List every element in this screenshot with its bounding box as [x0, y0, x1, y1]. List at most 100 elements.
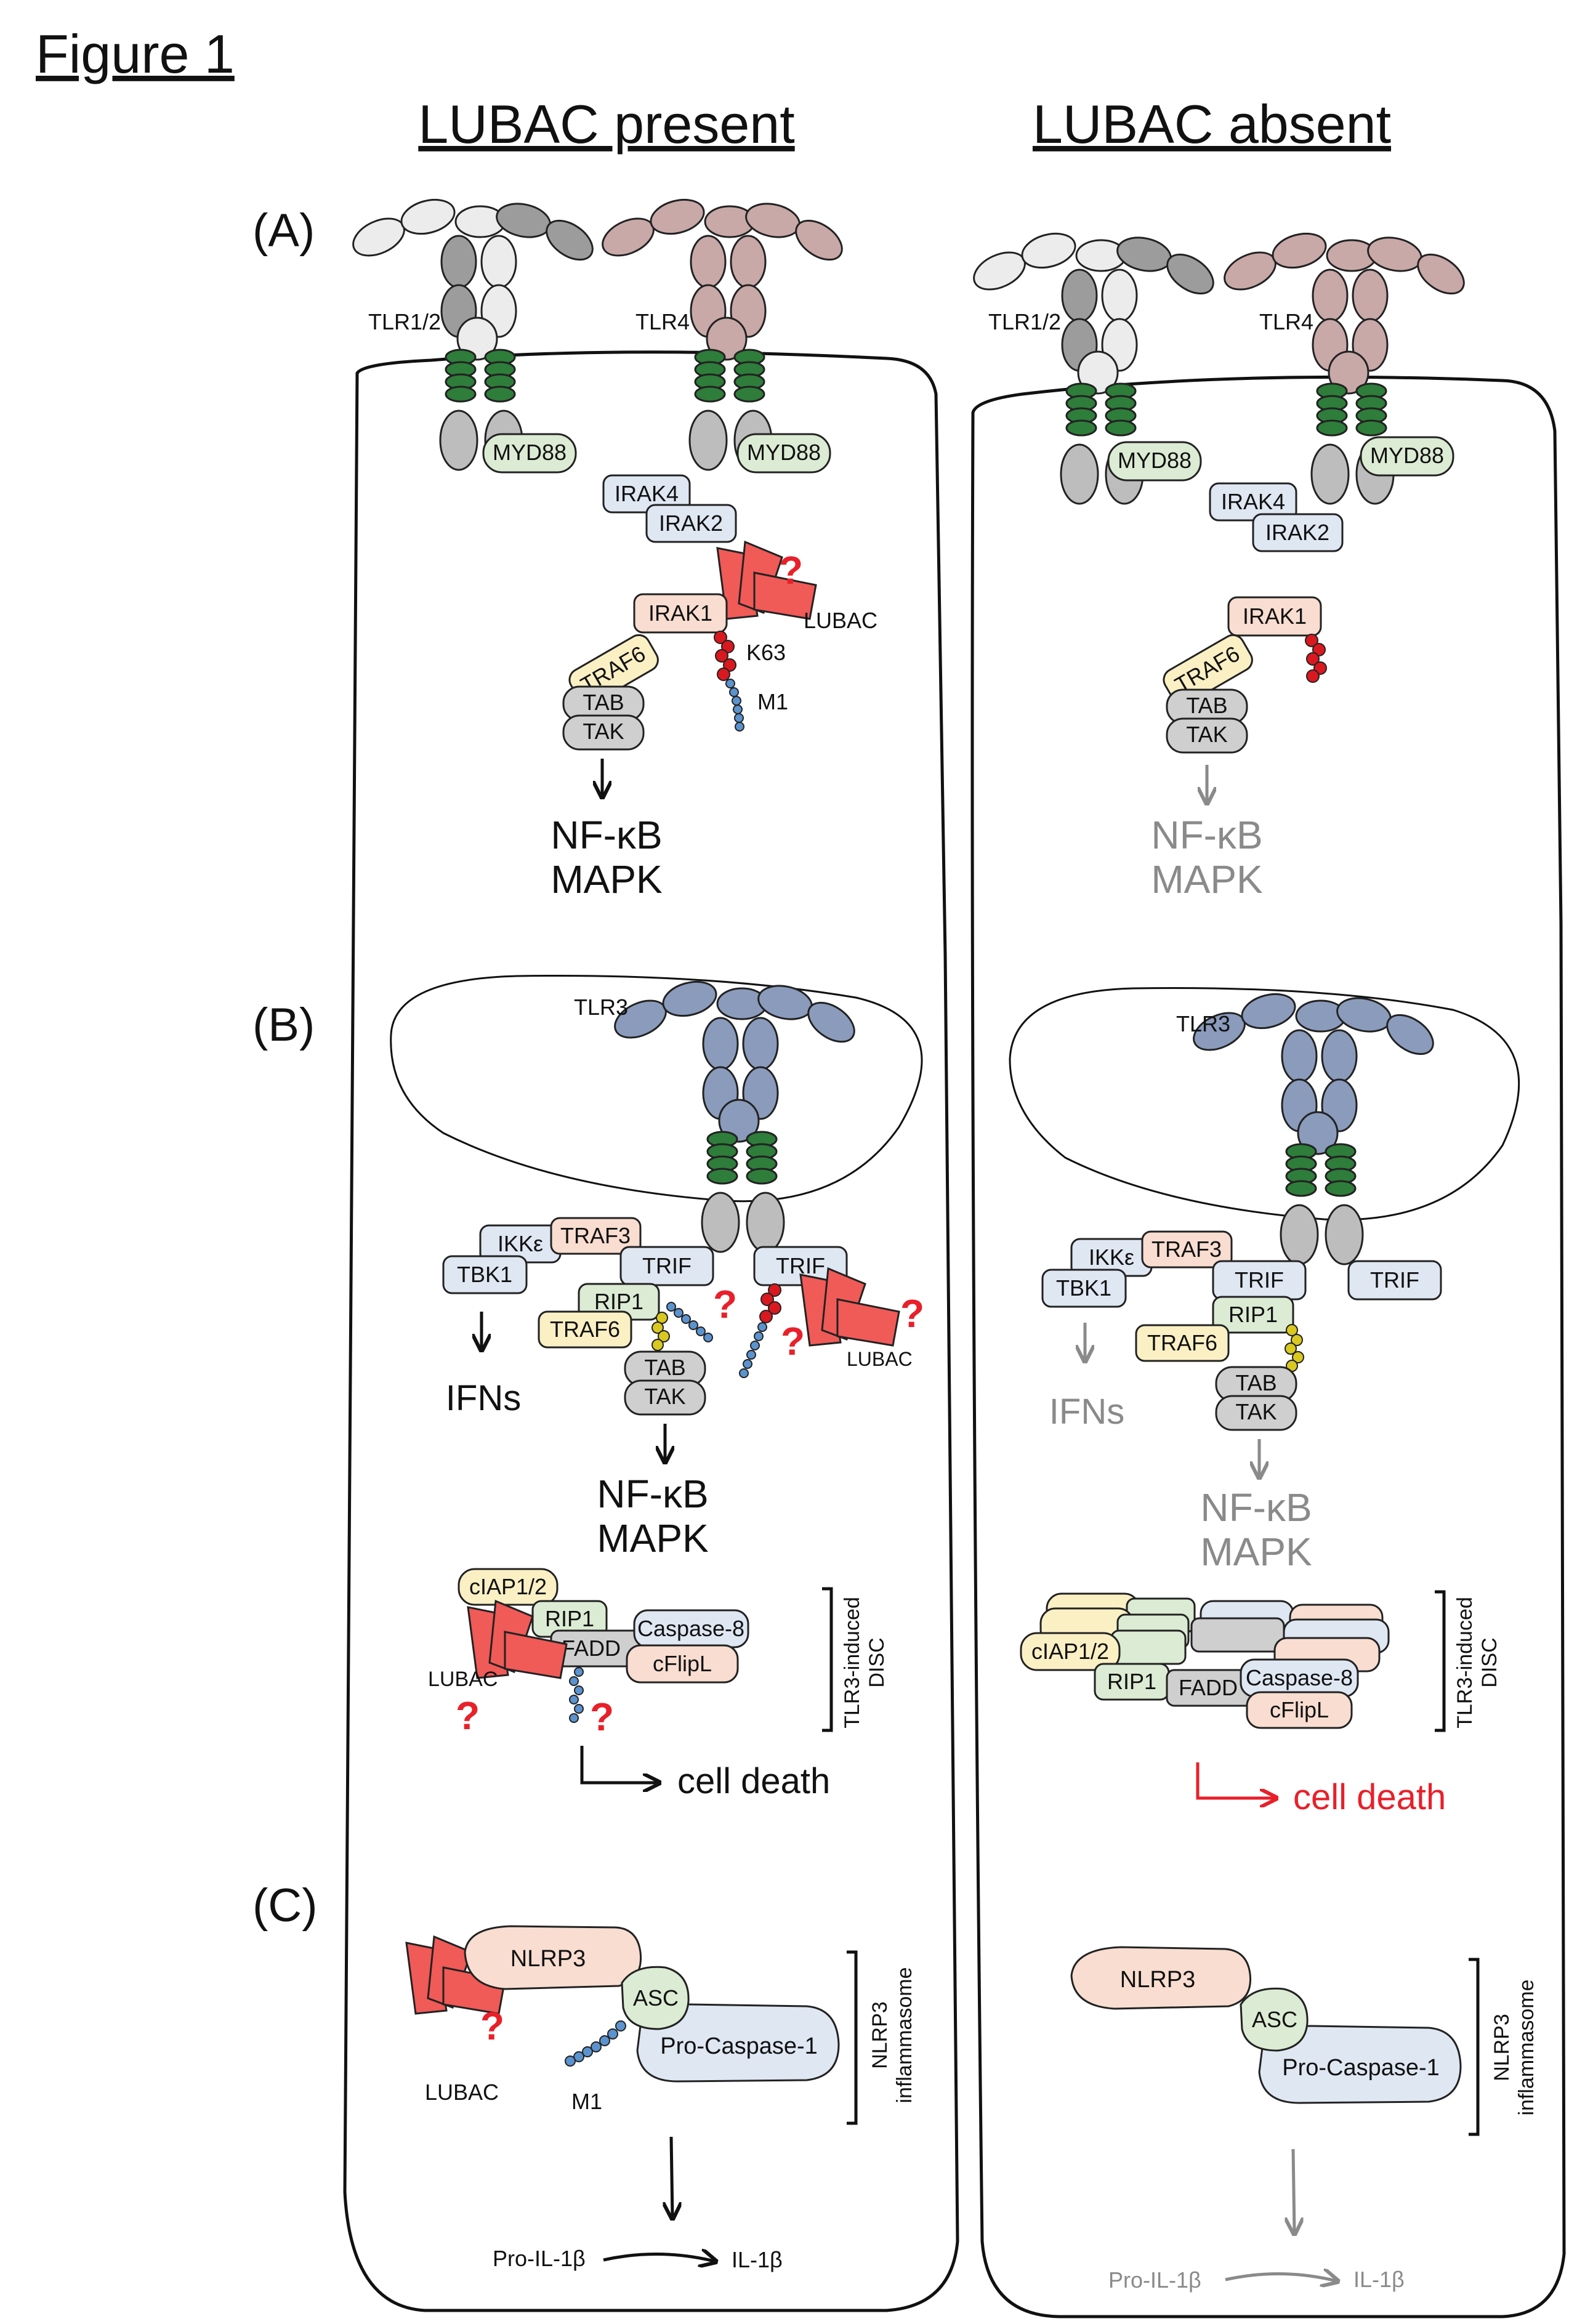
endosome-present [390, 974, 923, 1203]
column-title-present: LUBAC present [418, 94, 794, 155]
nfkb-label-b-absent: NF-κB [1200, 1485, 1312, 1530]
asc-present: ASC [621, 1966, 690, 2030]
svg-text:Pro-Caspase-1: Pro-Caspase-1 [1282, 2055, 1440, 2081]
ciap-absent: cIAP1/2 [1020, 1632, 1121, 1671]
rip1-absent-disc: RIP1 [1094, 1663, 1170, 1701]
myd88-absent-1: MYD88 [1107, 441, 1202, 482]
svg-text:TRAF6: TRAF6 [550, 1317, 620, 1342]
svg-text:Pro-Caspase-1: Pro-Caspase-1 [660, 2033, 818, 2059]
m1-chain-a [725, 679, 744, 732]
tlr12-label-absent: TLR1/2 [988, 309, 1061, 334]
lubac-label-c: LUBAC [425, 2080, 499, 2105]
tak-present-a: TAK [562, 714, 645, 751]
myd88-absent-2: MYD88 [1360, 436, 1454, 477]
myd88-present-2: MYD88 [736, 433, 831, 474]
svg-text:NLRP3: NLRP3 [1120, 1967, 1196, 1993]
arrow-inflammasome-absent [1293, 2148, 1294, 2232]
svg-text:MYD88: MYD88 [747, 440, 821, 465]
m1-label-a: M1 [757, 689, 788, 714]
yellow-chain-absent [1285, 1324, 1304, 1372]
svg-text:IRAK4: IRAK4 [1221, 489, 1285, 514]
svg-text:TBK1: TBK1 [457, 1262, 512, 1287]
nfkb-label-a-absent: NF-κB [1151, 813, 1262, 857]
ifns-label-present: IFNs [446, 1378, 521, 1418]
panel-label-c: (C) [252, 1879, 318, 1932]
arrow-il1b-absent [1225, 2274, 1336, 2281]
disc-bracket-present [822, 1587, 833, 1732]
question-mark-disc-2: ? [590, 1695, 614, 1739]
svg-text:cFlipL: cFlipL [653, 1651, 712, 1676]
svg-text:cFlipL: cFlipL [1270, 1697, 1329, 1722]
svg-text:TRAF3: TRAF3 [560, 1223, 631, 1248]
lubac-label-a: LUBAC [804, 608, 877, 633]
disc-label-present-2: DISC [865, 1637, 889, 1687]
svg-text:ASC: ASC [633, 1985, 679, 2011]
caspase8-absent: Caspase-8 [1240, 1658, 1359, 1698]
svg-text:TRAF3: TRAF3 [1151, 1237, 1222, 1262]
svg-text:IRAK2: IRAK2 [659, 510, 723, 536]
svg-text:TAB: TAB [1186, 693, 1227, 718]
column-title-absent: LUBAC absent [1033, 94, 1391, 155]
cell-outline-present [343, 350, 959, 2312]
svg-text:IRAK1: IRAK1 [648, 600, 712, 626]
svg-text:TRIF: TRIF [1370, 1267, 1419, 1293]
svg-text:IRAK1: IRAK1 [1243, 603, 1307, 629]
tlr12-label-present: TLR1/2 [368, 309, 441, 334]
svg-text:TAK: TAK [583, 719, 624, 744]
question-mark-a: ? [779, 548, 803, 592]
lubac-complex-b [799, 1267, 900, 1347]
cell-outline-absent [970, 375, 1566, 2318]
inflammasome-label-present-2: inflammasome [893, 1967, 916, 2103]
traf3-present: TRAF3 [550, 1217, 642, 1255]
tlr4-receptor-present [595, 193, 850, 471]
nfkb-label-a-present: NF-κB [551, 813, 662, 857]
m1-label-c: M1 [571, 2089, 602, 2114]
tab-present-b: TAB [624, 1350, 706, 1387]
svg-text:cIAP1/2: cIAP1/2 [469, 1574, 547, 1599]
inflammasome-label-absent-2: inflammasome [1515, 1979, 1538, 2115]
asc-absent: ASC [1240, 1987, 1309, 2052]
tlr3-label-present: TLR3 [574, 995, 628, 1020]
svg-text:NLRP3: NLRP3 [510, 1946, 586, 1972]
svg-text:RIP1: RIP1 [1228, 1302, 1278, 1327]
fadd-absent: FADD [1166, 1669, 1254, 1707]
svg-text:IRAK2: IRAK2 [1265, 520, 1329, 545]
k63-chain-a-absent [1305, 634, 1327, 683]
disc-label-absent-1: TLR3-induced [1453, 1597, 1477, 1729]
question-mark-disc-1: ? [456, 1693, 480, 1738]
k63-chain-b [759, 1283, 781, 1323]
trif-present-2: TRIF [753, 1246, 848, 1286]
procasp1-absent: Pro-Caspase-1 [1258, 2025, 1462, 2104]
question-mark-c: ? [480, 2004, 504, 2048]
il1b-absent: IL-1β [1353, 2267, 1405, 2292]
svg-text:ASC: ASC [1252, 2007, 1297, 2032]
svg-text:Caspase-8: Caspase-8 [637, 1616, 744, 1641]
inflammasome-label-absent-1: NLRP3 [1490, 2014, 1514, 2081]
yellow-chain-present [651, 1312, 670, 1351]
svg-text:FADD: FADD [562, 1636, 621, 1661]
rip1-absent-b: RIP1 [1212, 1296, 1294, 1334]
svg-text:TRIF: TRIF [1235, 1267, 1284, 1293]
svg-text:TAK: TAK [1186, 722, 1227, 747]
il1b-present: IL-1β [732, 2247, 783, 2272]
arrow-cell-death-absent [1196, 1762, 1275, 1798]
tlr4-label-present: TLR4 [635, 309, 690, 334]
ifns-label-absent: IFNs [1049, 1392, 1124, 1432]
cflip-present: cFlipL [626, 1644, 739, 1684]
k63-chain-a [714, 631, 736, 681]
mapk-label-b-absent: MAPK [1200, 1530, 1312, 1574]
mapk-label-b-present: MAPK [597, 1516, 708, 1560]
panel-label-a: (A) [252, 204, 315, 257]
svg-text:RIP1: RIP1 [594, 1289, 643, 1314]
traf6-present-b: TRAF6 [538, 1310, 632, 1349]
cflip-absent: cFlipL [1246, 1691, 1353, 1729]
lubac-label-b: LUBAC [847, 1348, 913, 1370]
ikke-present: IKKε [479, 1224, 562, 1264]
arrow-cell-death-present [580, 1746, 658, 1783]
tbk1-present: TBK1 [442, 1255, 528, 1294]
svg-text:TAK: TAK [1235, 1399, 1277, 1424]
question-mark-b2: ? [781, 1319, 805, 1363]
m1-chain-disc [569, 1667, 584, 1723]
disc-bracket-absent [1435, 1590, 1446, 1732]
question-mark-b1: ? [713, 1282, 737, 1326]
